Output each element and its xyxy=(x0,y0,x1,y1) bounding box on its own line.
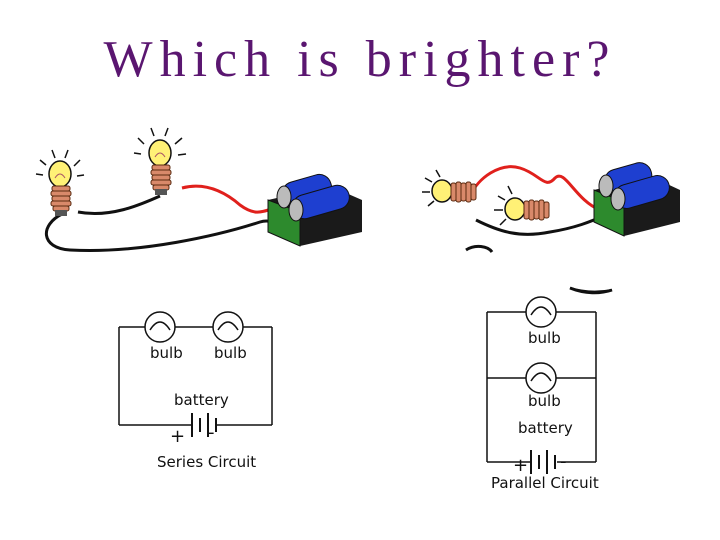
series-link-wire xyxy=(77,194,161,216)
parallel-black-wire-2 xyxy=(465,244,494,254)
series-bulb-left-symbol xyxy=(144,311,176,343)
series-minus-sign: - xyxy=(208,422,215,443)
parallel-caption: Parallel Circuit xyxy=(491,474,599,492)
series-cartoon-battery xyxy=(267,173,362,247)
parallel-bulb-top-label: bulb xyxy=(528,329,561,347)
parallel-battery-symbol xyxy=(530,450,556,474)
parallel-cartoon xyxy=(422,162,680,295)
series-caption: Series Circuit xyxy=(157,453,256,471)
parallel-cartoon-bulb-1 xyxy=(422,169,477,207)
series-bulb-right-label: bulb xyxy=(214,344,247,362)
series-black-wire xyxy=(44,212,291,253)
parallel-cartoon-battery xyxy=(593,162,680,237)
parallel-minus-sign: - xyxy=(560,451,567,472)
series-schematic xyxy=(118,311,273,437)
parallel-cartoon-bulb-2 xyxy=(494,185,550,226)
parallel-bulb-bottom-label: bulb xyxy=(528,392,561,410)
series-cartoon-bulb-1 xyxy=(35,149,85,216)
series-bulb-left-label: bulb xyxy=(150,344,183,362)
page-title: Which is brighter? xyxy=(103,31,617,88)
parallel-bulb-bottom-symbol xyxy=(525,362,557,394)
series-cartoon-bulb-2 xyxy=(133,127,187,195)
parallel-red-wire xyxy=(468,165,601,212)
parallel-stray-wire xyxy=(569,287,613,293)
parallel-bulb-top-symbol xyxy=(525,296,557,328)
parallel-black-wire-1 xyxy=(475,212,609,236)
parallel-schematic xyxy=(486,287,613,474)
series-red-wire xyxy=(181,184,275,214)
series-battery-symbol xyxy=(191,413,217,437)
series-plus-sign: + xyxy=(170,426,185,447)
series-cartoon xyxy=(35,127,362,253)
parallel-battery-label: battery xyxy=(518,419,573,437)
parallel-plus-sign: + xyxy=(513,455,528,476)
series-bulb-right-symbol xyxy=(212,311,244,343)
series-battery-label: battery xyxy=(174,391,229,409)
